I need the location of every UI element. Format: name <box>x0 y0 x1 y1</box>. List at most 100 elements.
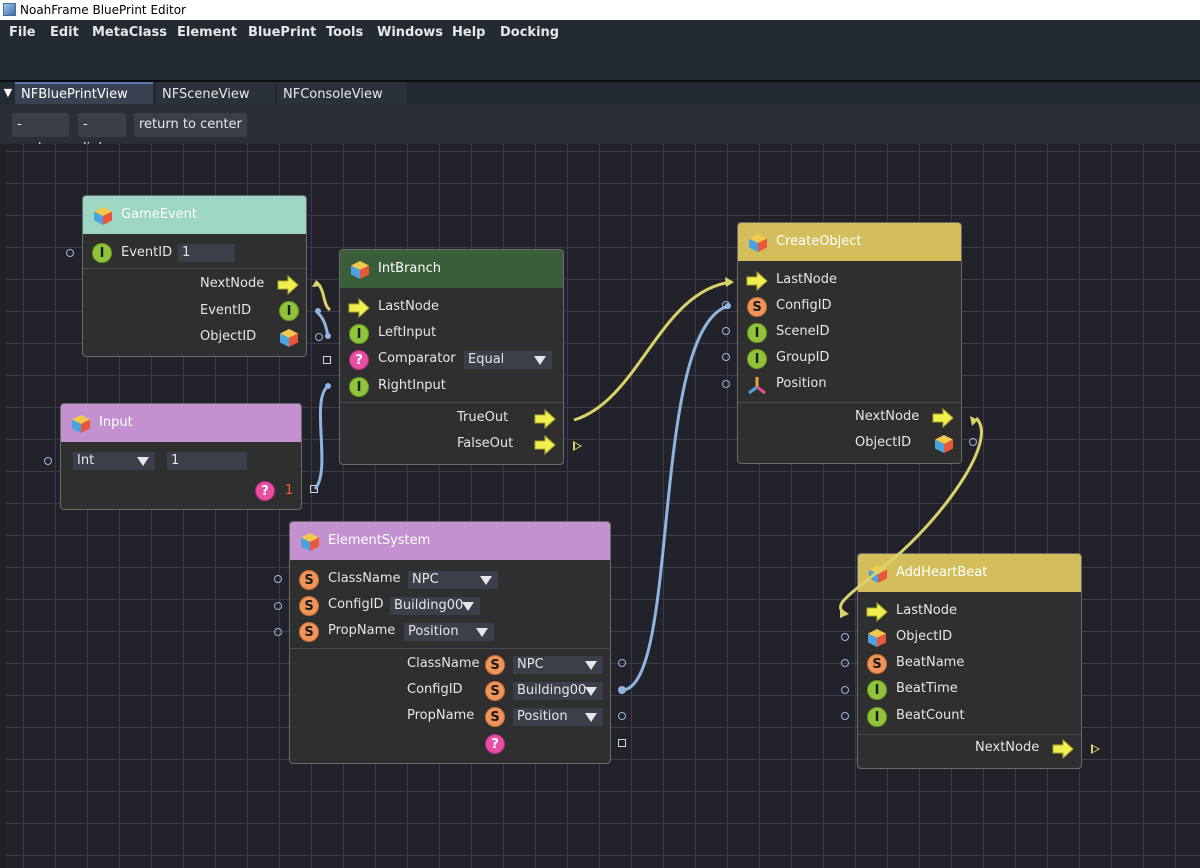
input-type-value: Int <box>77 453 95 468</box>
in-prop-name-select[interactable]: Position <box>404 623 494 641</box>
remove-nodes-button[interactable]: - nodes <box>12 113 69 156</box>
menu-docking[interactable]: Docking <box>500 25 560 40</box>
out-config-id-select[interactable]: Building00 <box>513 682 603 700</box>
in-class-name-select[interactable]: NPC <box>408 571 498 589</box>
in-config-id-label: ConfigID <box>328 597 384 612</box>
exec-arrow-icon[interactable] <box>932 408 954 428</box>
node-header[interactable]: GameEvent <box>83 196 306 234</box>
return-to-center-button[interactable]: return to center <box>134 113 247 137</box>
axis-vector-icon[interactable] <box>747 375 767 395</box>
node-header[interactable]: ElementSystem <box>290 522 610 560</box>
input-socket[interactable] <box>722 380 730 388</box>
out-config-id-label: ConfigID <box>407 682 463 697</box>
out-class-name-select[interactable]: NPC <box>513 656 603 674</box>
input-value-field[interactable]: 1 <box>167 452 247 470</box>
tab-list-dropdown-icon[interactable]: ▼ <box>3 86 13 99</box>
exec-socket[interactable] <box>573 441 582 451</box>
in-class-name-label: ClassName <box>328 571 401 586</box>
input-socket[interactable] <box>841 712 849 720</box>
string-pin-icon[interactable]: S <box>299 570 319 590</box>
menu-windows[interactable]: Windows <box>377 25 444 40</box>
input-socket[interactable] <box>274 602 282 610</box>
object-cube-icon[interactable] <box>279 328 299 348</box>
output-socket-connected[interactable] <box>618 686 626 694</box>
exec-arrow-icon[interactable] <box>534 409 556 429</box>
event-id-input[interactable]: 1 <box>178 244 235 262</box>
remove-links-button[interactable]: - links <box>78 113 126 156</box>
output-socket-square[interactable] <box>323 356 331 364</box>
node-header[interactable]: IntBranch <box>340 250 563 288</box>
menu-file[interactable]: File <box>9 25 36 40</box>
divider <box>83 268 306 269</box>
node-header[interactable]: CreateObject <box>738 223 961 261</box>
output-socket[interactable] <box>618 659 626 667</box>
input-socket[interactable] <box>66 249 74 257</box>
output-socket-square[interactable] <box>618 739 626 747</box>
exec-arrow-icon[interactable] <box>277 275 299 295</box>
output-socket[interactable] <box>315 333 323 341</box>
string-pin-icon[interactable]: S <box>485 655 505 675</box>
int-pin-icon[interactable]: I <box>867 680 887 700</box>
int-pin-icon[interactable]: I <box>349 324 369 344</box>
tab-scene-view[interactable]: NFSceneView <box>156 82 274 104</box>
input-socket[interactable] <box>722 353 730 361</box>
menu-tools[interactable]: Tools <box>326 25 364 40</box>
string-pin-icon[interactable]: S <box>485 707 505 727</box>
input-socket[interactable] <box>841 633 849 641</box>
menu-blueprint[interactable]: BluePrint <box>248 25 317 40</box>
unknown-pin-icon[interactable]: ? <box>255 481 275 501</box>
input-socket[interactable] <box>722 327 730 335</box>
exec-arrow-icon[interactable] <box>866 602 888 622</box>
int-pin-icon[interactable]: I <box>747 323 767 343</box>
int-pin-icon[interactable]: I <box>867 707 887 727</box>
unknown-pin-icon[interactable]: ? <box>485 734 505 754</box>
node-title: AddHeartBeat <box>896 565 988 580</box>
node-gameevent[interactable]: GameEvent I EventID 1 NextNode EventID I… <box>82 195 307 357</box>
int-pin-icon[interactable]: I <box>92 243 112 263</box>
exec-arrow-icon[interactable] <box>534 435 556 455</box>
input-socket[interactable] <box>841 659 849 667</box>
object-cube-icon[interactable] <box>867 628 887 648</box>
output-socket[interactable] <box>969 438 977 446</box>
input-socket[interactable] <box>722 301 730 309</box>
string-pin-icon[interactable]: S <box>485 681 505 701</box>
string-pin-icon[interactable]: S <box>867 654 887 674</box>
chevron-down-icon <box>137 457 149 466</box>
tab-console-view[interactable]: NFConsoleView <box>277 82 407 104</box>
out-prop-name-select[interactable]: Position <box>513 708 603 726</box>
node-input[interactable]: Input Int 1 ? 1 <box>60 403 302 510</box>
int-pin-icon[interactable]: I <box>279 301 299 321</box>
menu-edit[interactable]: Edit <box>50 25 79 40</box>
string-pin-icon[interactable]: S <box>299 596 319 616</box>
node-elementsystem[interactable]: ElementSystem S ClassName NPC S ConfigID… <box>289 521 611 764</box>
tab-blueprint-view[interactable]: NFBluePrintView <box>15 82 153 104</box>
string-pin-icon[interactable]: S <box>299 622 319 642</box>
unknown-pin-icon[interactable]: ? <box>349 350 369 370</box>
menu-help[interactable]: Help <box>452 25 486 40</box>
event-id-label: EventID <box>121 245 173 260</box>
string-pin-icon[interactable]: S <box>747 297 767 317</box>
input-type-select[interactable]: Int <box>73 452 155 470</box>
int-pin-icon[interactable]: I <box>747 349 767 369</box>
node-header[interactable]: AddHeartBeat <box>858 554 1081 592</box>
input-socket[interactable] <box>274 628 282 636</box>
input-socket[interactable] <box>44 457 52 465</box>
input-socket[interactable] <box>841 686 849 694</box>
int-pin-icon[interactable]: I <box>349 377 369 397</box>
menu-element[interactable]: Element <box>177 25 237 40</box>
object-cube-icon[interactable] <box>934 434 954 454</box>
node-createobject[interactable]: CreateObject LastNode S ConfigID I Scene… <box>737 222 962 464</box>
in-config-id-select[interactable]: Building00 <box>390 597 480 615</box>
exec-arrow-icon[interactable] <box>348 298 370 318</box>
input-socket[interactable] <box>274 575 282 583</box>
node-addheartbeat[interactable]: AddHeartBeat LastNode ObjectID S BeatNam… <box>857 553 1082 769</box>
exec-socket[interactable] <box>1091 744 1100 754</box>
output-socket-square[interactable] <box>310 485 318 493</box>
output-socket[interactable] <box>618 712 626 720</box>
menu-metaclass[interactable]: MetaClass <box>92 25 167 40</box>
comparator-select[interactable]: Equal <box>464 351 552 369</box>
exec-arrow-icon[interactable] <box>1052 739 1074 759</box>
node-header[interactable]: Input <box>61 404 301 442</box>
node-intbranch[interactable]: IntBranch LastNode I LeftInput ? Compara… <box>339 249 564 465</box>
exec-arrow-icon[interactable] <box>746 271 768 291</box>
